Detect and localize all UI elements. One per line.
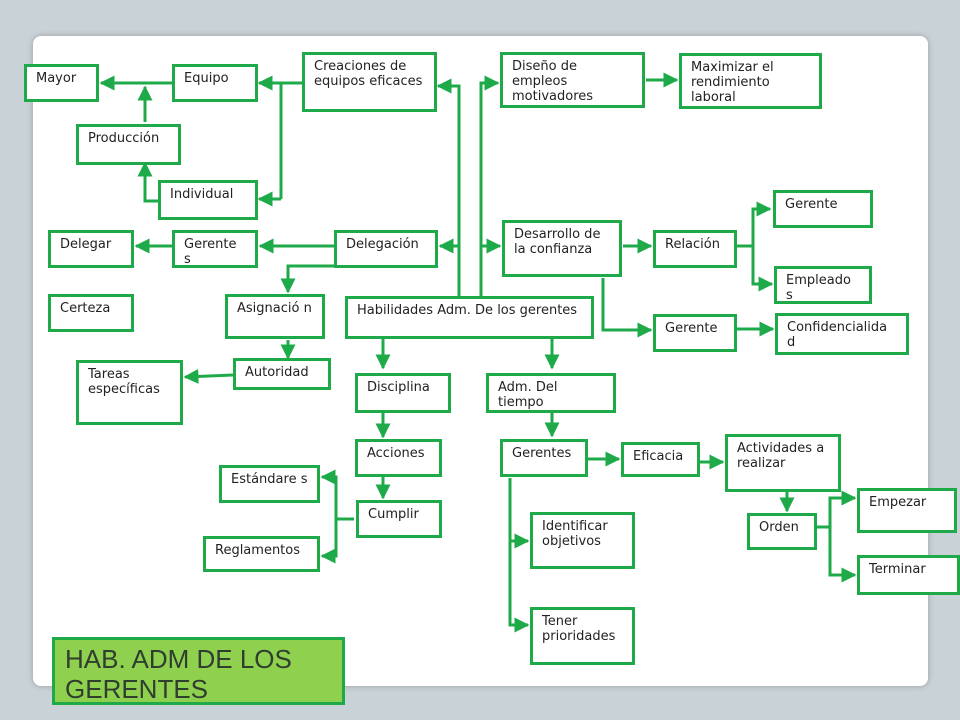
node-actividades: Actividades a realizar: [725, 434, 841, 492]
node-empezar: Empezar: [857, 488, 957, 533]
node-mayor: Mayor: [24, 64, 99, 102]
node-produccion: Producción: [76, 124, 181, 165]
node-adm-tiempo: Adm. Del tiempo: [486, 373, 616, 413]
connector-cumplir-reglamentos: [320, 519, 338, 564]
node-relacion: Relación: [653, 230, 737, 268]
connector-orden-terminar: [828, 527, 857, 583]
connector-autoridad-tareas: [183, 368, 234, 384]
connector-gerentes-identificar: [508, 478, 530, 633]
node-asignacion: Asignació n: [225, 294, 325, 339]
node-creaciones: Creaciones de equipos eficaces: [302, 52, 437, 112]
connector-cumplir-bracket: [320, 469, 354, 521]
node-diseno: Diseño de empleos motivadores: [500, 52, 645, 108]
node-empleados: Empleado s: [774, 266, 872, 304]
node-autoridad: Autoridad: [233, 358, 331, 390]
slide-title: HAB. ADM DE LOS GERENTES: [52, 637, 345, 705]
connector-delegacion-asignacion: [280, 264, 360, 294]
node-individual: Individual: [158, 180, 258, 220]
node-gerente-relacion: Gerente: [773, 190, 873, 228]
node-maximizar: Maximizar el rendimiento laboral: [679, 53, 822, 109]
node-desarrollo: Desarrollo de la confianza: [502, 220, 622, 277]
node-eficacia: Eficacia: [621, 442, 700, 477]
node-delegacion: Delegación: [334, 230, 438, 268]
node-delegar: Delegar: [48, 230, 134, 268]
connector-relacion-bracket: [737, 201, 772, 248]
connector-habilidades-diseno: [479, 75, 500, 296]
node-cumplir: Cumplir: [356, 500, 442, 538]
node-orden: Orden: [747, 513, 817, 550]
node-gerentes-tiempo: Gerentes: [500, 439, 588, 477]
connector-creaciones-bracket: [279, 81, 302, 199]
node-tener: Tener prioridades: [530, 607, 635, 665]
node-terminar: Terminar: [857, 555, 960, 595]
node-gerentes-delegacion: Gerente s: [172, 230, 258, 268]
node-estandares: Estándare s: [219, 465, 320, 503]
connector-desarrollo-gerente: [601, 278, 653, 338]
node-tareas: Tareas específicas: [76, 360, 183, 425]
connector-relacion-empleados: [751, 246, 774, 292]
connector-habilidades-creaciones: [436, 78, 461, 296]
node-acciones: Acciones: [355, 439, 442, 477]
node-equipo: Equipo: [172, 64, 258, 102]
connector-orden-empezar: [817, 490, 857, 529]
node-gerente-confianza: Gerente: [653, 314, 737, 352]
node-certeza: Certeza: [48, 294, 134, 332]
node-reglamentos: Reglamentos: [203, 536, 320, 572]
node-disciplina: Disciplina: [355, 373, 451, 413]
node-habilidades: Habilidades Adm. De los gerentes: [345, 296, 594, 339]
connector-individual-produccion: [137, 161, 160, 203]
node-confidencialidad: Confidencialida d: [775, 313, 909, 355]
node-identificar: Identificar objetivos: [530, 512, 635, 569]
